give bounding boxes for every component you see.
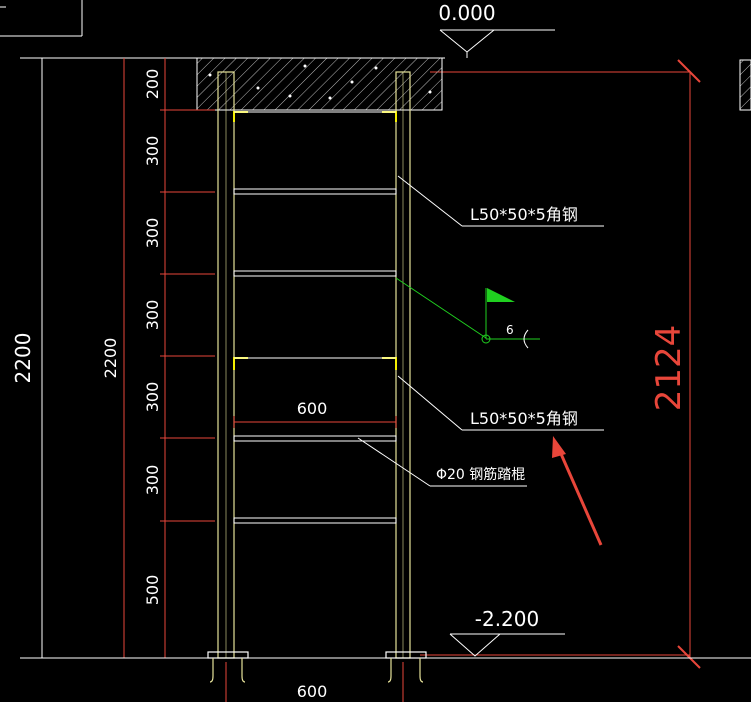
- callout-angle-mid-label: L50*50*5角钢: [470, 409, 578, 428]
- angle-steel-top: [233, 111, 397, 122]
- elevation-top-label: 0.000: [438, 1, 495, 25]
- step-dimension-chain: 200 300 300 300 300 300 500: [143, 58, 215, 658]
- callout-angle-top: L50*50*5角钢: [397, 175, 604, 227]
- weld-flag-icon: [487, 288, 515, 302]
- callout-rung-label: Φ20 钢筋踏棍: [436, 466, 525, 483]
- inner-dimension-line: 2200: [101, 58, 125, 658]
- step-dim-2: 300: [143, 218, 162, 249]
- outer-dimension-line: 2200: [11, 57, 48, 659]
- step-dim-0: 200: [143, 69, 162, 100]
- width-dimension-bottom: 600: [225, 662, 404, 702]
- step-dim-3: 300: [143, 300, 162, 331]
- elevation-marker-top: 0.000: [438, 1, 555, 58]
- anchor-bolts: [207, 651, 427, 683]
- callout-angle-top-label: L50*50*5角钢: [470, 205, 578, 224]
- step-dim-5: 300: [143, 465, 162, 496]
- total-height-dimension: 2124: [649, 59, 701, 669]
- ladder-rungs: [233, 188, 397, 524]
- total-height-label: 2124: [649, 325, 689, 412]
- width-dimension-mid: 600: [233, 399, 397, 428]
- width-dim-bottom-label: 600: [297, 682, 328, 701]
- elevation-bottom-label: -2.200: [475, 607, 539, 631]
- red-arrow-annotation: [552, 436, 603, 546]
- callout-rung: Φ20 钢筋踏棍: [357, 437, 527, 487]
- weld-symbol: 6: [395, 277, 540, 349]
- concrete-slab: [196, 57, 443, 111]
- outer-dim-label: 2200: [11, 333, 35, 384]
- step-dim-4: 300: [143, 382, 162, 413]
- title-frame-corner: [0, 0, 83, 37]
- callout-angle-mid: L50*50*5角钢: [397, 375, 604, 431]
- step-dim-1: 300: [143, 136, 162, 167]
- ladder-rails: [217, 71, 411, 659]
- inner-dim-label: 2200: [101, 338, 120, 379]
- step-dim-6: 500: [143, 575, 162, 606]
- angle-steel-mid: [233, 357, 397, 370]
- right-wall-edge: [739, 59, 751, 111]
- elevation-marker-bottom: -2.200: [449, 607, 565, 657]
- weld-size-label: 6: [506, 323, 514, 337]
- width-dim-mid-label: 600: [297, 399, 328, 418]
